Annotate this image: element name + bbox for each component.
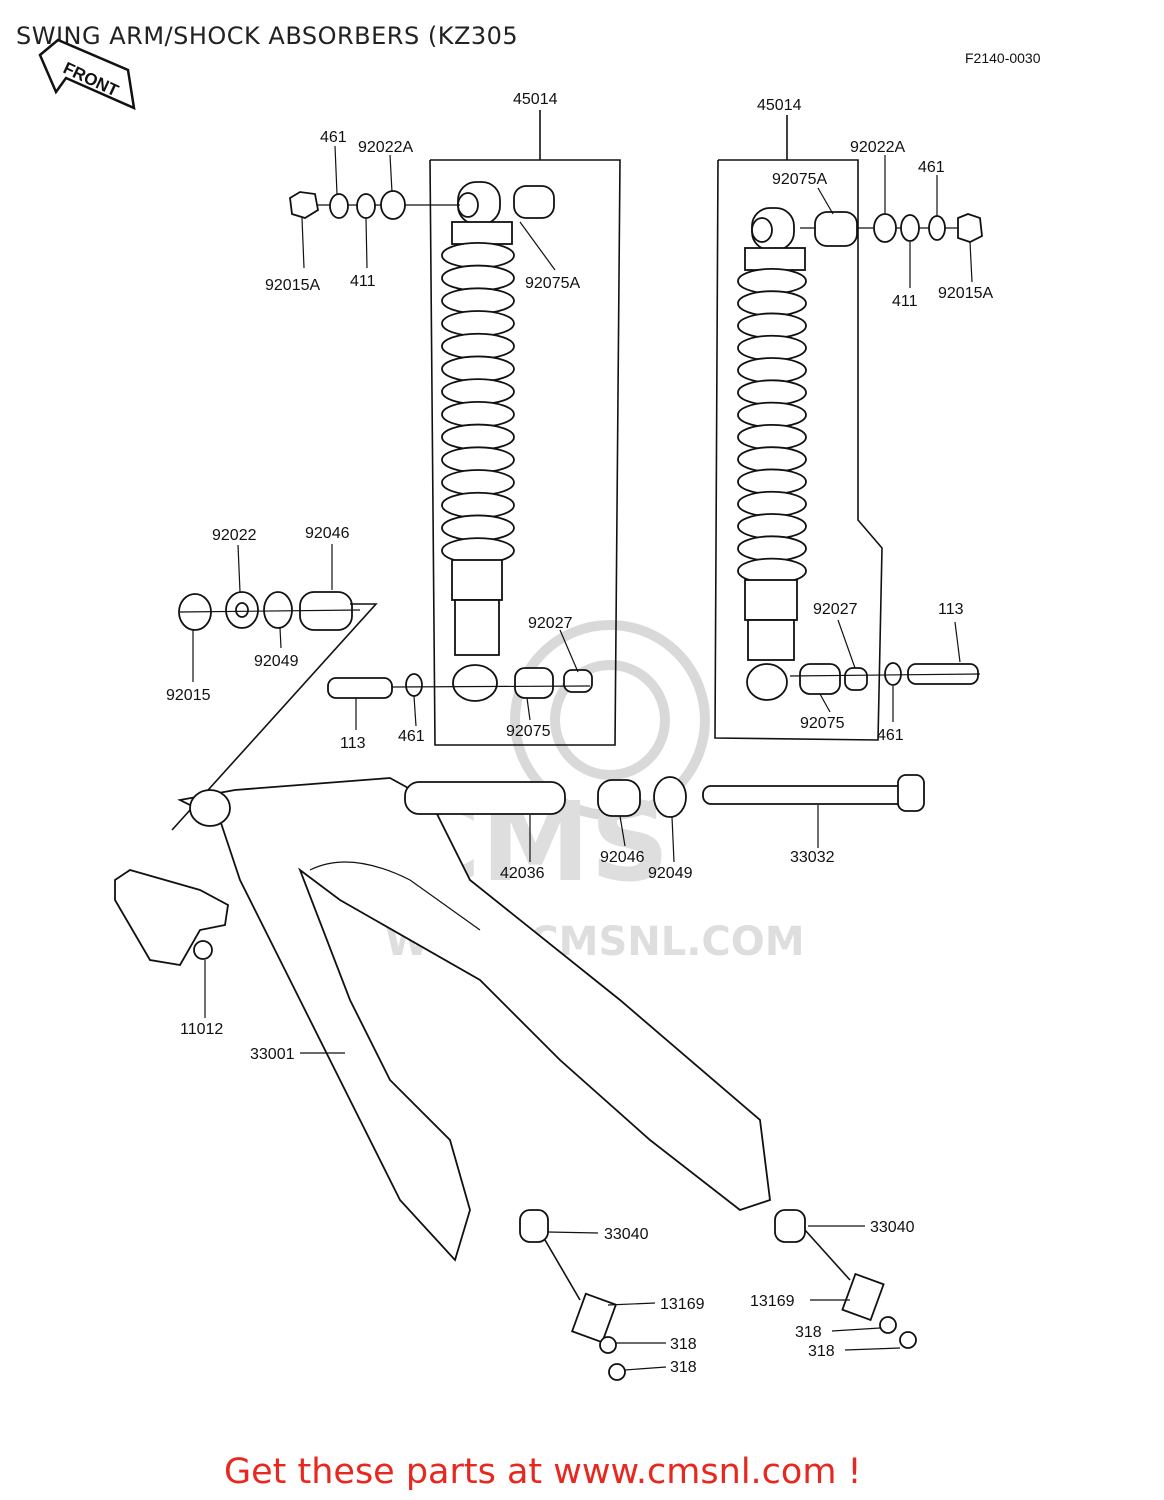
axle-adjusters — [519, 1209, 917, 1381]
label-92075A-left: 92075A — [525, 275, 580, 292]
label-13169-left: 13169 — [660, 1296, 705, 1313]
label-42036: 42036 — [500, 865, 545, 882]
label-45014-right: 45014 — [757, 97, 802, 114]
label-92075A-right: 92075A — [772, 171, 827, 188]
spring-coil — [737, 290, 807, 317]
label-92015A-left: 92015A — [265, 277, 320, 294]
spring-coil — [441, 355, 515, 383]
label-33040-right: 33040 — [870, 1219, 915, 1236]
label-461-right-top: 461 — [918, 159, 945, 176]
spring-coil — [441, 469, 515, 496]
chain-guard — [114, 869, 229, 966]
label-318-right-a: 318 — [795, 1324, 822, 1341]
label-45014-left: 45014 — [513, 91, 558, 108]
label-318-right-b: 318 — [808, 1343, 835, 1360]
label-92046-center: 92046 — [600, 849, 645, 866]
label-92015: 92015 — [166, 687, 211, 704]
left-shock-box — [429, 159, 621, 746]
left-top-hardware — [289, 185, 555, 220]
spring-coil — [737, 535, 807, 562]
label-113-left: 113 — [340, 735, 366, 752]
left-bottom-hardware — [327, 667, 593, 699]
right-shock-box — [714, 159, 883, 741]
cta-link-text[interactable]: Get these parts at www.cmsnl.com ! — [224, 1452, 862, 1492]
spring-coil — [737, 446, 807, 473]
spring-coil — [737, 267, 807, 295]
right-top-hardware — [800, 211, 983, 247]
page-title: SWING ARM/SHOCK ABSORBERS (KZ305 — [16, 22, 519, 50]
label-113-right: 113 — [938, 601, 964, 618]
label-92046-top: 92046 — [305, 525, 350, 542]
spring-coil — [737, 490, 807, 518]
spring-coil — [737, 401, 807, 429]
label-92075-left: 92075 — [506, 723, 551, 740]
leader-lines — [192, 145, 973, 1371]
front-arrow-icon: FRONT — [38, 38, 136, 111]
label-92022A-right: 92022A — [850, 139, 905, 156]
spring-coil — [737, 513, 807, 540]
label-411-right: 411 — [892, 293, 918, 310]
spring-coil — [737, 468, 807, 495]
label-33001: 33001 — [250, 1046, 295, 1063]
label-92075-right: 92075 — [800, 715, 845, 732]
label-411-left: 411 — [350, 273, 376, 290]
label-461-right-bottom: 461 — [877, 727, 904, 744]
spring-coil — [441, 514, 515, 542]
spring-coil — [441, 378, 515, 406]
right-shock-absorber — [737, 207, 807, 701]
label-33040-left: 33040 — [604, 1226, 649, 1243]
label-92027-right: 92027 — [813, 601, 858, 618]
label-92027-left: 92027 — [528, 615, 573, 632]
spring-coil — [441, 423, 515, 451]
swing-arm — [177, 777, 771, 1262]
spring-coil — [441, 332, 515, 360]
spring-coil — [737, 423, 807, 451]
label-13169-right: 13169 — [750, 1293, 795, 1310]
spring-coil — [441, 287, 515, 315]
label-461-left-bottom: 461 — [398, 728, 425, 745]
spring-coil — [737, 312, 807, 339]
spring-coil — [737, 379, 807, 406]
spring-coil — [737, 334, 807, 362]
label-33032: 33032 — [790, 849, 835, 866]
spring-coil — [441, 241, 515, 269]
right-bottom-hardware — [789, 662, 981, 695]
label-92015A-right: 92015A — [938, 285, 993, 302]
spring-coil — [441, 264, 515, 292]
left-shock-absorber — [441, 181, 515, 702]
spring-coil — [441, 310, 515, 337]
label-461-left-top: 461 — [320, 129, 347, 146]
label-318-left-b: 318 — [670, 1359, 697, 1376]
label-92049-center: 92049 — [648, 865, 693, 882]
label-318-left-a: 318 — [670, 1336, 697, 1353]
spring-coil — [441, 491, 515, 519]
label-92049-top: 92049 — [254, 653, 299, 670]
spring-coil — [441, 446, 515, 474]
diagram-code: F2140-0030 — [965, 50, 1041, 66]
spring-coil — [441, 400, 515, 428]
label-92022: 92022 — [212, 527, 257, 544]
pivot-bushing-group — [171, 591, 378, 831]
label-11012: 11012 — [180, 1021, 223, 1038]
pivot-shaft-parts — [404, 774, 925, 818]
spring-coil — [737, 357, 807, 384]
label-92022A-left: 92022A — [358, 139, 413, 156]
